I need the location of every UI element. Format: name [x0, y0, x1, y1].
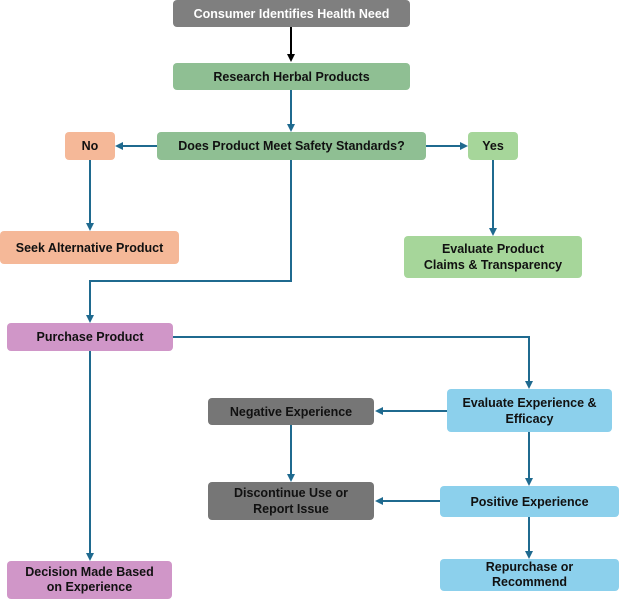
node-decision-made: Decision Made Based on Experience: [7, 561, 172, 599]
node-research-herbal-products: Research Herbal Products: [173, 63, 410, 90]
node-discontinue-or-report: Discontinue Use or Report Issue: [208, 482, 374, 520]
arrow-purchase-to-evaluate: [173, 336, 533, 389]
node-yes: Yes: [468, 132, 518, 160]
node-negative-experience: Negative Experience: [208, 398, 374, 425]
arrow-question-to-purchase: [86, 160, 292, 323]
node-consumer-identifies-health-need: Consumer Identifies Health Need: [173, 0, 410, 27]
node-no: No: [65, 132, 115, 160]
node-evaluate-product-claims: Evaluate Product Claims & Transparency: [404, 236, 582, 278]
node-purchase-product: Purchase Product: [7, 323, 173, 351]
node-repurchase-or-recommend: Repurchase or Recommend: [440, 559, 619, 591]
node-safety-standards-question: Does Product Meet Safety Standards?: [157, 132, 426, 160]
node-seek-alternative-product: Seek Alternative Product: [0, 231, 179, 264]
node-evaluate-experience-efficacy: Evaluate Experience & Efficacy: [447, 389, 612, 432]
node-positive-experience: Positive Experience: [440, 486, 619, 517]
